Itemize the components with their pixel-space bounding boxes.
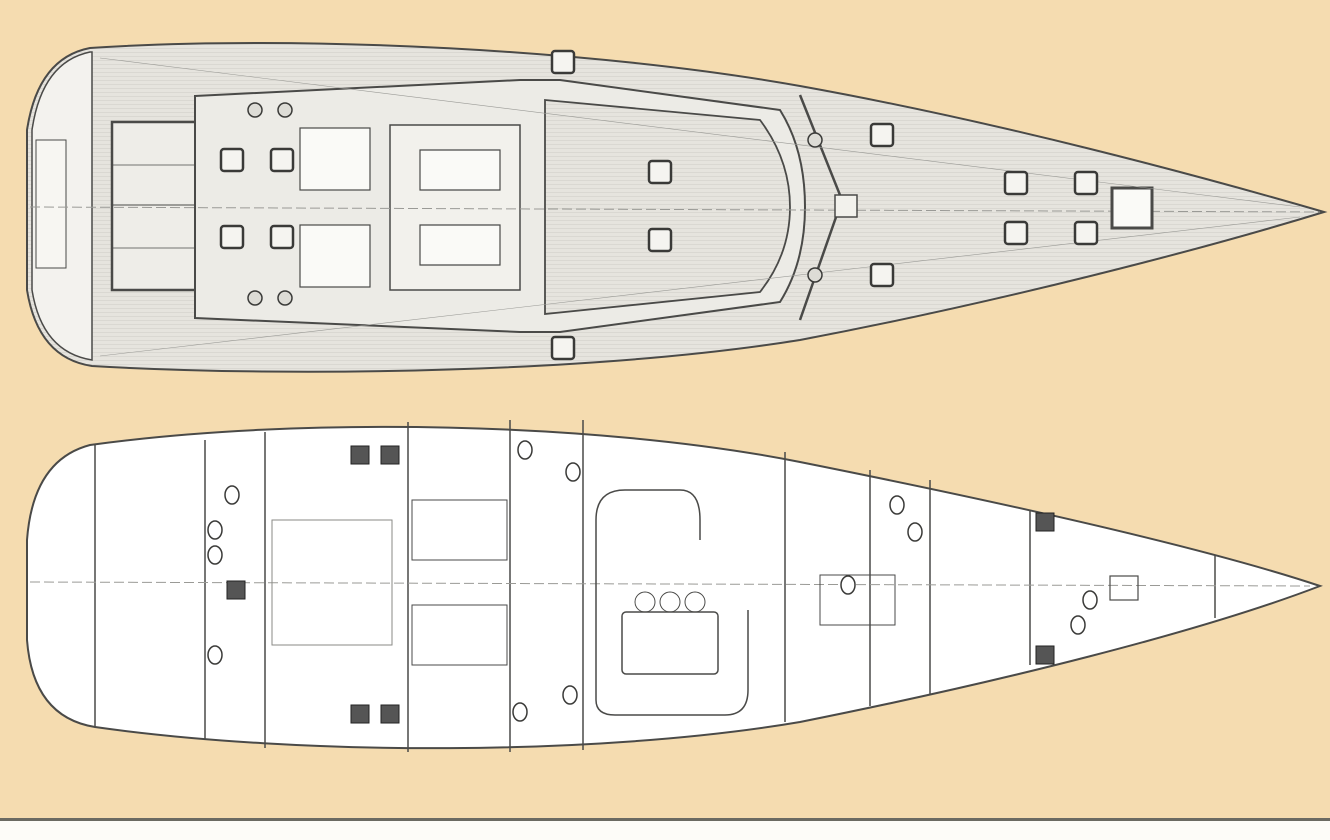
hatch: [1073, 170, 1099, 196]
toilet: [207, 545, 223, 565]
toilet: [907, 522, 923, 542]
stern-locker: [35, 139, 67, 269]
hatch: [1073, 220, 1099, 246]
toilet: [840, 575, 856, 595]
interior-hull-outline: [26, 425, 1323, 750]
hatch: [550, 335, 576, 361]
forward-hatch: [1110, 186, 1154, 230]
helm-seat-port: [299, 127, 371, 191]
hatch: [1003, 220, 1029, 246]
hatch: [647, 227, 673, 253]
toilet: [224, 485, 240, 505]
hatch: [869, 122, 895, 148]
winches: [247, 102, 823, 306]
vent-grate: [350, 445, 370, 465]
cockpit-seat: [419, 149, 501, 266]
centerline: [29, 206, 1321, 213]
mast-base: [834, 194, 858, 218]
toilet: [207, 520, 223, 540]
winch: [277, 102, 293, 118]
toilet: [1082, 590, 1098, 610]
interior-layout: [26, 420, 1323, 752]
toilet: [512, 702, 528, 722]
toilet: [562, 685, 578, 705]
hatch: [269, 224, 295, 250]
aft-sunbed: [110, 120, 202, 292]
hatch: [219, 224, 245, 250]
guest-berth-port: [411, 499, 508, 561]
forepeak-locker: [1109, 575, 1139, 601]
helm-seat-starboard: [299, 224, 371, 288]
hatch: [647, 159, 673, 185]
vent-grate: [380, 704, 400, 724]
vent-grate: [1035, 645, 1055, 665]
deckhouse: [544, 99, 791, 315]
toe-rail: [99, 57, 1301, 208]
vent-grate: [350, 704, 370, 724]
hatch: [1003, 170, 1029, 196]
deck-plan: [26, 41, 1328, 373]
toilet: [1070, 615, 1086, 635]
vent-grate: [226, 580, 246, 600]
vent-grates: [226, 445, 1055, 724]
winch: [807, 267, 823, 283]
toilet: [889, 495, 905, 515]
page-bottom-border: [0, 818, 1330, 840]
vent-grate: [1035, 512, 1055, 532]
saloon-settee: [595, 489, 749, 716]
hatch: [269, 147, 295, 173]
heads: [207, 440, 1098, 722]
winch: [277, 290, 293, 306]
winch: [247, 102, 263, 118]
hatch: [219, 147, 245, 173]
aft-cabin-berth: [271, 519, 393, 646]
hatch: [869, 262, 895, 288]
toilet: [565, 462, 581, 482]
winch: [807, 132, 823, 148]
winch: [247, 290, 263, 306]
deck-hatches: [219, 49, 1099, 361]
galley-counter: [819, 574, 896, 626]
toilet: [207, 645, 223, 665]
hatch: [550, 49, 576, 75]
vent-grate: [380, 445, 400, 465]
guest-berth-starboard: [411, 604, 508, 666]
toilet: [517, 440, 533, 460]
